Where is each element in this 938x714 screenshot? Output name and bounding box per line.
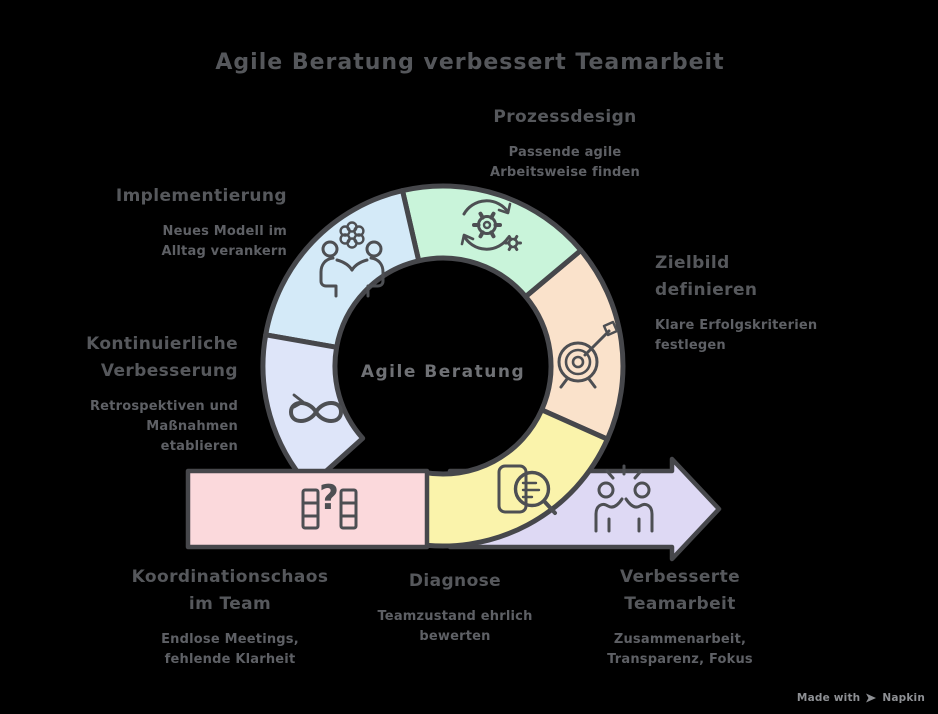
- step-label-kontinuierliche: Kontinuierliche Verbesserung Retrospekti…: [86, 331, 238, 457]
- napkin-logo-icon: [866, 693, 877, 703]
- step-label-verbesserte: Verbesserte Teamarbeit Zusammenarbeit, T…: [607, 564, 753, 670]
- svg-text:?: ?: [319, 478, 339, 518]
- high-five-icon: [594, 464, 654, 533]
- step-label-implementierung: Implementierung Neues Modell im Alltag v…: [116, 183, 287, 262]
- kanban-question-icon: ?: [301, 478, 358, 530]
- brand-label: Napkin: [882, 692, 925, 704]
- center-label: Agile Beratung: [360, 362, 526, 382]
- step-label-prozessdesign: Prozessdesign Passende agile Arbeitsweis…: [490, 104, 640, 183]
- step-subtext: Teamzustand ehrlich bewerten: [377, 609, 533, 644]
- step-subtext: Zusammenarbeit, Transparenz, Fokus: [607, 632, 753, 667]
- step-subtext: Endlose Meetings, fehlende Klarheit: [161, 632, 299, 667]
- meeting-gear-icon: [319, 221, 385, 298]
- segment-diagnose: [409, 407, 610, 549]
- process-cycle-icon: [460, 199, 522, 251]
- target-dart-icon: [557, 320, 619, 389]
- infinity-loop-icon: [289, 393, 343, 423]
- step-heading: Diagnose: [408, 571, 502, 591]
- magnifier-report-icon: [497, 464, 557, 515]
- step-subtext: Passende agile Arbeitsweise finden: [490, 145, 640, 180]
- step-heading: Verbesserte Teamarbeit: [619, 567, 741, 614]
- napkin-badge[interactable]: Made with Napkin: [797, 692, 925, 704]
- made-with-label: Made with: [796, 692, 861, 704]
- step-heading: Kontinuierliche Verbesserung: [86, 334, 238, 381]
- step-subtext: Klare Erfolgskriterien festlegen: [655, 318, 818, 353]
- step-heading: Implementierung: [115, 186, 287, 206]
- problem-band: [185, 468, 430, 550]
- page-title: Agile Beratung verbessert Teamarbeit: [215, 50, 725, 75]
- step-label-koordinationschaos: Koordinationschaos im Team Endlose Meeti…: [132, 564, 329, 670]
- step-heading: Zielbild definieren: [655, 253, 758, 300]
- step-label-diagnose: Diagnose Teamzustand ehrlich bewerten: [377, 568, 532, 647]
- step-subtext: Retrospektiven und Maßnahmen etablieren: [89, 399, 238, 454]
- step-heading: Koordinationschaos im Team: [131, 567, 329, 614]
- segment-implementierung: [263, 188, 422, 350]
- step-subtext: Neues Modell im Alltag verankern: [161, 224, 287, 259]
- step-label-zielbild: Zielbild definieren Klare Erfolgskriteri…: [655, 250, 817, 356]
- step-heading: Prozessdesign: [493, 107, 637, 127]
